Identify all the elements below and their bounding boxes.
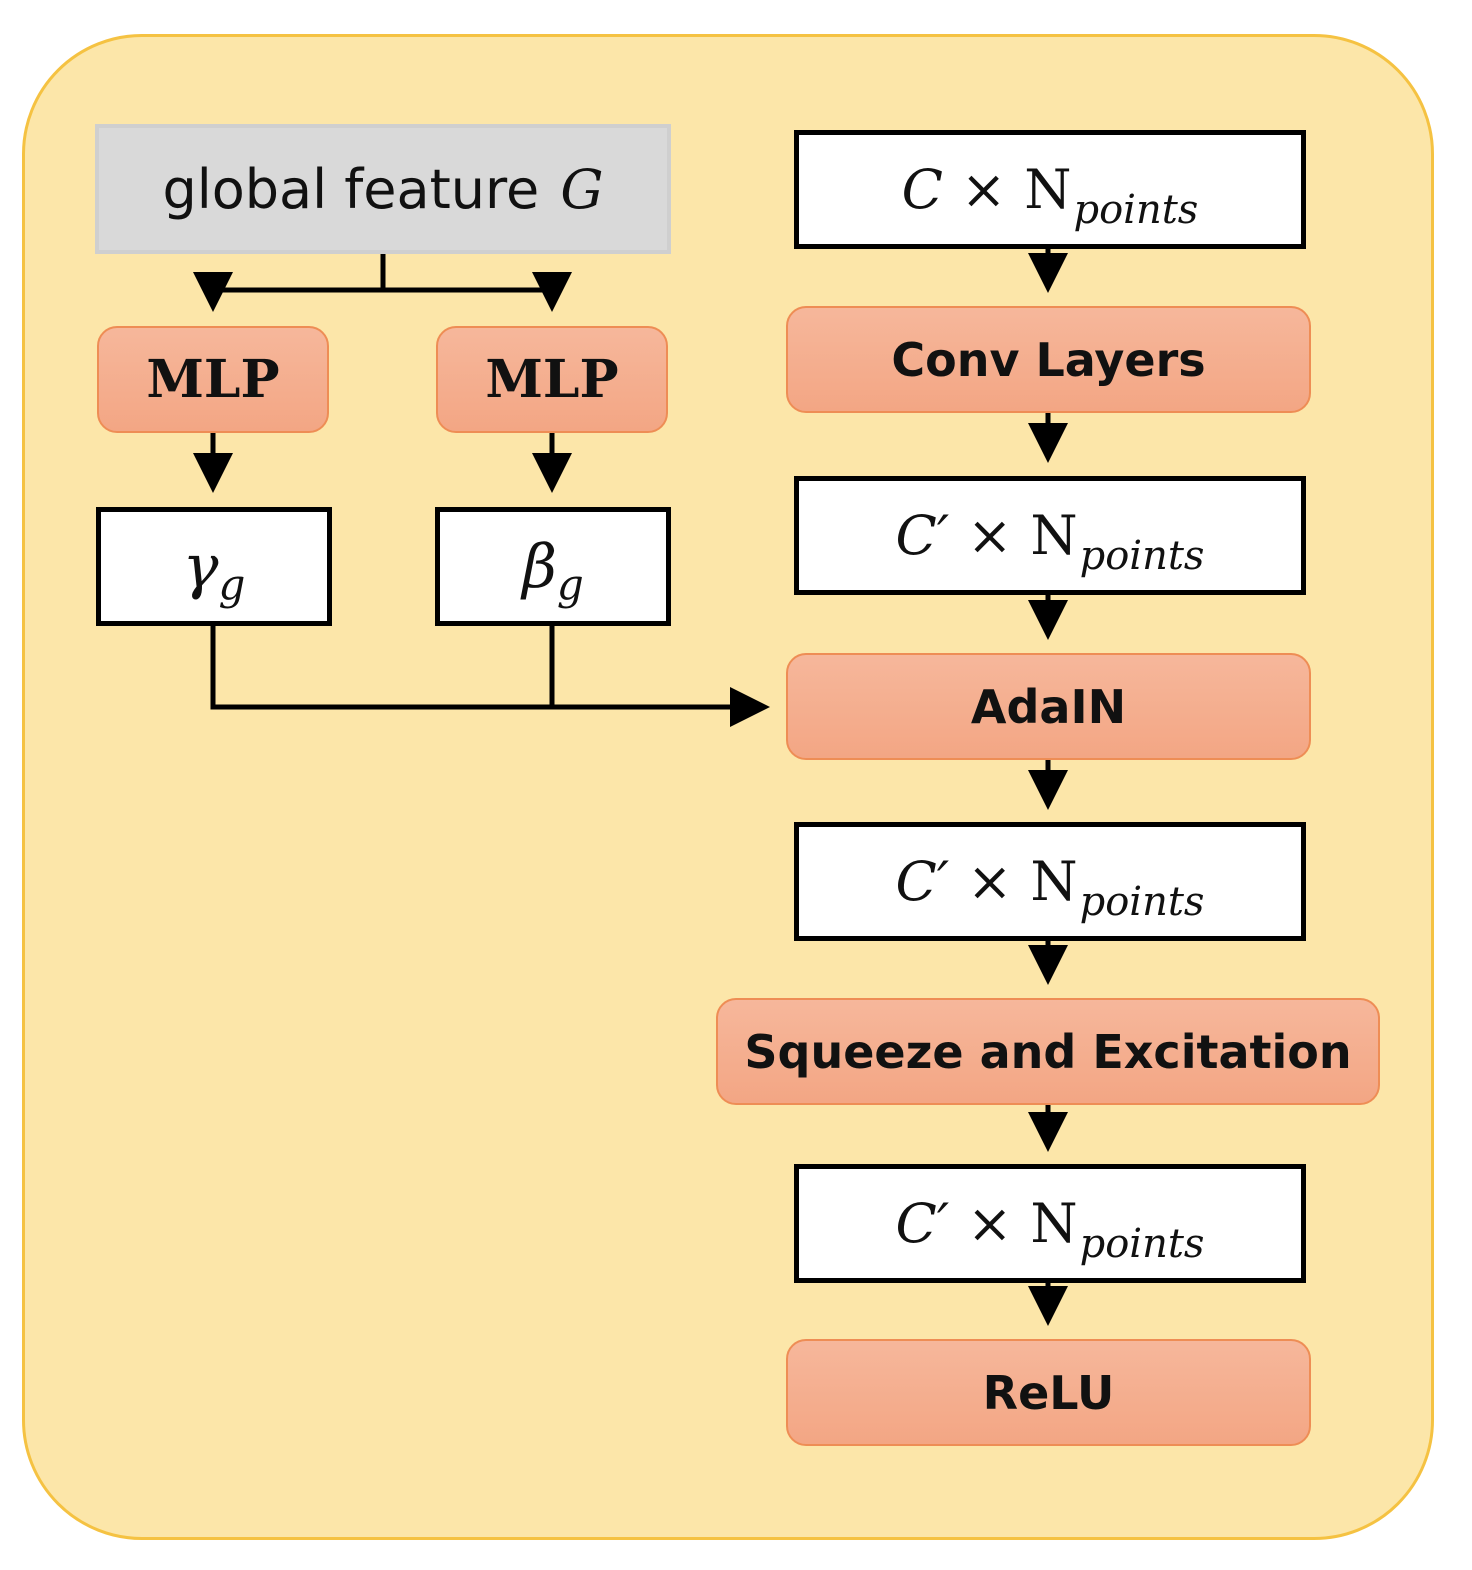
squeeze-excitation-label: Squeeze and Excitation xyxy=(744,1024,1352,1079)
adain-label: AdaIN xyxy=(970,679,1127,734)
tensor-subscript: points xyxy=(1079,878,1205,925)
mlp-right-label: MLP xyxy=(485,349,619,410)
tensor-subscript: points xyxy=(1079,1220,1205,1267)
gamma-subscript: g xyxy=(218,560,246,609)
adain-box: AdaIN xyxy=(786,653,1311,760)
gamma-symbol: γ xyxy=(182,531,219,602)
beta-subscript: g xyxy=(556,560,584,609)
global-feature-symbol: G xyxy=(560,157,604,221)
tensor-n: N xyxy=(1030,504,1078,567)
relu-box: ReLU xyxy=(786,1339,1311,1446)
block-panel xyxy=(22,34,1434,1540)
tensor-subscript: points xyxy=(1073,186,1199,233)
relu-label: ReLU xyxy=(982,1365,1115,1420)
squeeze-excitation-box: Squeeze and Excitation xyxy=(716,998,1380,1105)
mlp-left-box: MLP xyxy=(97,326,329,433)
tensor-channel: C′ xyxy=(895,504,950,567)
times-symbol: × xyxy=(967,504,1013,567)
times-symbol: × xyxy=(967,1192,1013,1255)
tensor-n: N xyxy=(1030,1192,1078,1255)
tensor-n: N xyxy=(1024,158,1072,221)
global-feature-box: global feature G xyxy=(95,124,671,254)
tensor-channel: C′ xyxy=(895,850,950,913)
conv-layers-box: Conv Layers xyxy=(786,306,1311,413)
times-symbol: × xyxy=(960,158,1007,221)
mlp-left-label: MLP xyxy=(146,349,280,410)
conv-layers-label: Conv Layers xyxy=(891,332,1206,387)
tensor-n: N xyxy=(1030,850,1078,913)
tensor-subscript: points xyxy=(1079,532,1205,579)
times-symbol: × xyxy=(967,850,1013,913)
global-feature-label: global feature xyxy=(162,157,557,221)
mlp-right-box: MLP xyxy=(436,326,668,433)
tensor-channel: C′ xyxy=(895,1192,950,1255)
tensor-channel: C xyxy=(901,158,943,221)
beta-symbol: β xyxy=(522,531,557,602)
